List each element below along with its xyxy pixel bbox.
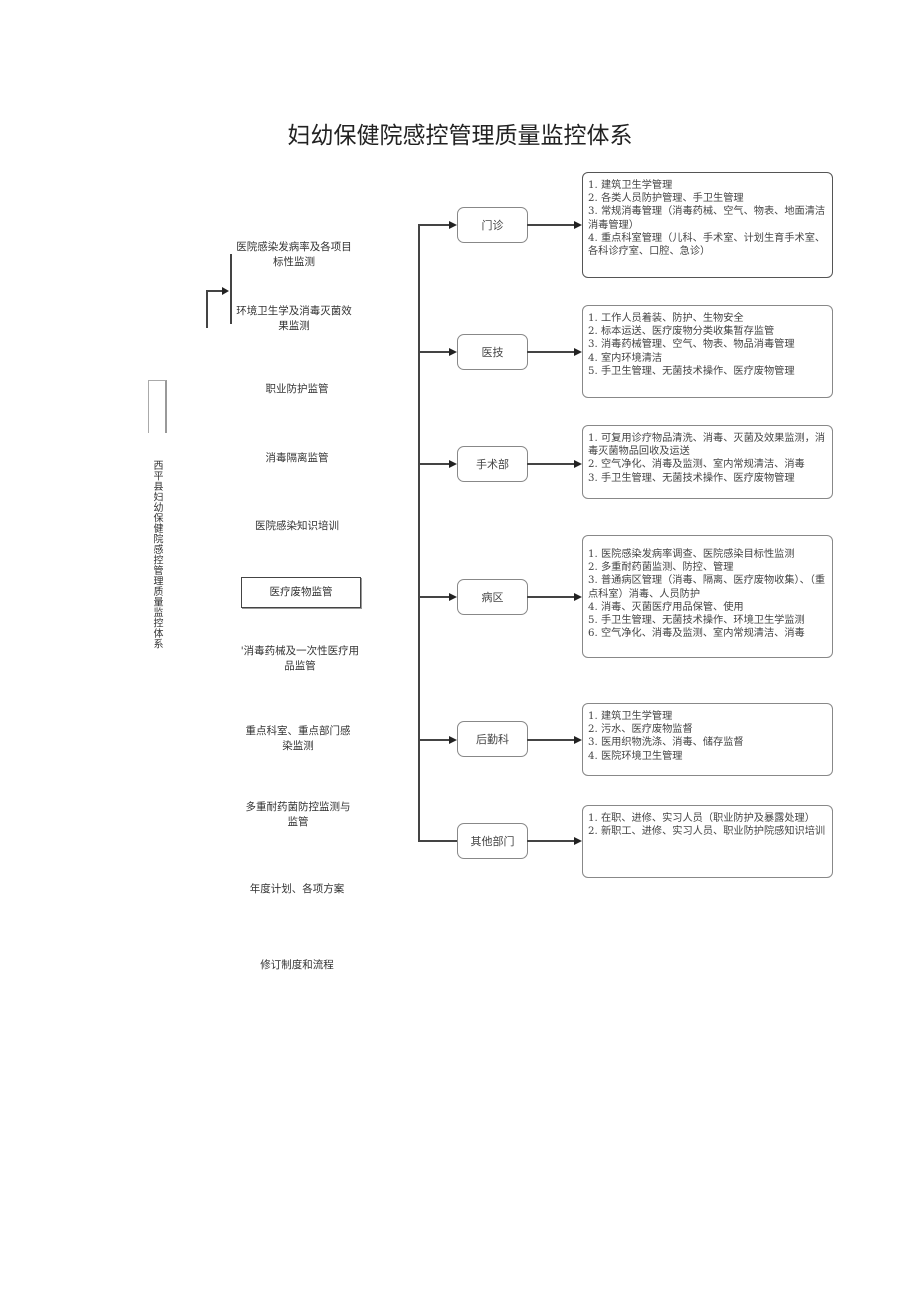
trunk-line (418, 224, 420, 841)
dept-logistics: 后勤科 (457, 721, 528, 757)
vertical-label-bracket (148, 380, 167, 433)
detail-line-text: 1. 建筑卫生学管理 (588, 711, 673, 722)
detail-line-text: 4. 消毒、灭菌医疗用品保管、使用 (588, 601, 744, 613)
detail-line-text: 3. 手卫生管理、无菌技术操作、医疗废物管理 (588, 472, 795, 484)
left-connector-horizontal (206, 290, 224, 292)
detail-line-text: 6. 空气净化、消毒及监测、室内常规清洁、消毒 (588, 628, 805, 640)
left-connector-stem (206, 290, 208, 328)
detail-line-text: 1. 医院感染发病率调查、医院感染目标性监测 (588, 549, 795, 560)
arrow-icon (574, 593, 582, 601)
detail-line-text: 3. 常规消毒管理（消毒药械、空气、物表、地面清洁消毒管理） (588, 206, 826, 231)
detail-box-medtech: 1. 工作人员着装、防护、生物安全 2. 标本运送、医疗废物分类收集暂存监管 3… (582, 305, 833, 398)
detail-line-text: 4. 医院环境卫生管理 (588, 750, 683, 762)
dept-outpatient: 门诊 (457, 207, 528, 243)
left-item-disinfection-supplies: '消毒药械及一次性医疗用品监管 (240, 645, 360, 672)
dept-label: 医技 (481, 346, 504, 359)
branch-line-outpatient (418, 224, 450, 226)
detail-line-text: 5. 手卫生管理、无菌技术操作、环境卫生学监测 (588, 615, 805, 627)
page-title: 妇幼保健院感控管理质量监控体系 (287, 123, 633, 149)
arrow-icon (574, 736, 582, 744)
arrow-icon (574, 348, 582, 356)
left-item-disinfection-isolation: 消毒隔离监管 (265, 452, 329, 464)
detail-line-text: 1. 可复用诊疗物品清洗、消毒、灭菌及效果监测，消毒灭菌物品回收及运送 (588, 433, 826, 458)
vertical-label: 西平县妇幼保健院感控管理质量监控体系 (151, 460, 162, 649)
detail-line-text: 3. 普通病区管理（消毒、隔离、医疗废物收集）、（重点科室）消毒、人员防护 (588, 575, 826, 600)
detail-line-text: 5. 手卫生管理、无菌技术操作、医疗废物管理 (588, 365, 795, 377)
detail-line-text: 1. 建筑卫生学管理 (588, 180, 673, 191)
left-item-key-departments: 重点科室、重点部门感染监测 (245, 725, 351, 752)
detail-line-text: 3. 医用织物洗涤、消毒、储存监督 (588, 737, 744, 749)
dept-ward: 病区 (457, 579, 528, 615)
detail-line (527, 351, 575, 353)
dept-other: 其他部门 (457, 823, 528, 859)
detail-line-text: 4. 室内环境清洁 (588, 352, 663, 364)
detail-line-text: 1. 工作人员着装、防护、生物安全 (588, 313, 744, 324)
detail-line-text: 4. 重点科室管理（儿科、手术室、计划生育手术室、各科诊疗室、口腔、急诊） (588, 232, 826, 258)
detail-line-text: 2. 污水、医疗废物监督 (588, 724, 693, 736)
left-item-environment: 环境卫生学及消毒灭菌效果监测 (236, 305, 352, 332)
detail-line-text: 3. 消毒药械管理、空气、物表、物品消毒管理 (588, 339, 795, 351)
arrow-icon (449, 736, 457, 744)
arrow-icon (449, 593, 457, 601)
detail-line (527, 739, 575, 741)
dept-medtech: 医技 (457, 334, 528, 370)
detail-line-text: 2. 多重耐药菌监测、防控、管理 (588, 562, 734, 574)
detail-line-text: 2. 空气净化、消毒及监测、室内常规清洁、消毒 (588, 459, 805, 471)
branch-line-logistics (418, 739, 450, 741)
detail-line-text: 2. 各类人员防护管理、手卫生管理 (588, 193, 744, 205)
dept-label: 其他部门 (470, 835, 515, 848)
detail-line (527, 224, 575, 226)
left-item-infection-rate: 医院感染发病率及各项目标性监测 (236, 241, 352, 268)
detail-line-text: 2. 标本运送、医疗废物分类收集暂存监管 (588, 326, 775, 338)
branch-line-surgery (418, 463, 450, 465)
detail-box-logistics: 1. 建筑卫生学管理 2. 污水、医疗废物监督 3. 医用织物洗涤、消毒、储存监… (582, 703, 833, 776)
arrow-icon (574, 221, 582, 229)
detail-line (527, 463, 575, 465)
left-item-annual-plan: 年度计划、各项方案 (249, 883, 345, 895)
detail-box-ward: 1. 医院感染发病率调查、医院感染目标性监测 2. 多重耐药菌监测、防控、管理 … (582, 535, 833, 658)
detail-box-outpatient: 1. 建筑卫生学管理 2. 各类人员防护管理、手卫生管理 3. 常规消毒管理（消… (582, 172, 833, 278)
detail-line (527, 840, 575, 842)
left-item-revise-rules: 修订制度和流程 (260, 959, 334, 971)
left-connector-arrow-icon (222, 287, 229, 295)
arrow-icon (449, 221, 457, 229)
dept-label: 手术部 (476, 458, 509, 471)
dept-label: 门诊 (481, 219, 504, 232)
arrow-icon (574, 460, 582, 468)
branch-line-medtech (418, 351, 450, 353)
branch-line-other (418, 840, 458, 842)
detail-box-other: 1. 在职、进修、实习人员（职业防护及暴露处理） 2. 新职工、进修、实习人员、… (582, 805, 833, 878)
detail-line (527, 596, 575, 598)
left-item-mdro: 多重耐药菌防控监测与监管 (245, 801, 351, 828)
left-connector-vertical (230, 254, 232, 324)
detail-line-text: 1. 在职、进修、实习人员（职业防护及暴露处理） (588, 813, 815, 824)
dept-label: 后勤科 (476, 733, 509, 746)
arrow-icon (449, 460, 457, 468)
left-item-medical-waste: 医疗废物监管 (241, 577, 361, 608)
arrow-icon (449, 348, 457, 356)
dept-label: 病区 (481, 591, 504, 604)
arrow-icon (574, 837, 582, 845)
branch-line-ward (418, 596, 450, 598)
detail-line-text: 2. 新职工、进修、实习人员、职业防护院感知识培训 (588, 826, 826, 838)
left-item-occupational: 职业防护监管 (265, 383, 329, 395)
detail-box-surgery: 1. 可复用诊疗物品清洗、消毒、灭菌及效果监测，消毒灭菌物品回收及运送 2. 空… (582, 425, 833, 499)
left-item-training: 医院感染知识培训 (255, 520, 339, 532)
dept-surgery: 手术部 (457, 446, 528, 482)
